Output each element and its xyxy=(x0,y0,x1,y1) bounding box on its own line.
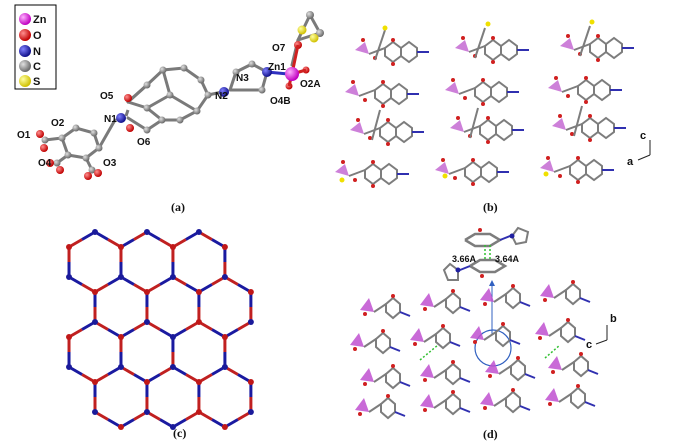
net-node xyxy=(66,274,73,280)
label-o6: O6 xyxy=(137,137,151,148)
net-node xyxy=(195,409,202,415)
molecule-a xyxy=(36,11,324,180)
caption-b: (b) xyxy=(483,200,498,214)
net-node xyxy=(143,379,150,385)
distance-label-2: 3.64A xyxy=(495,254,520,264)
legend-swatch-c xyxy=(19,60,31,72)
label-n3: N3 xyxy=(236,73,249,84)
net-node xyxy=(247,319,254,325)
legend-label-zn: Zn xyxy=(33,14,47,26)
caption-c: (c) xyxy=(173,426,186,440)
label-o1: O1 xyxy=(17,130,31,141)
caption-a: (a) xyxy=(171,200,185,214)
net-node xyxy=(117,274,124,280)
label-n1: N1 xyxy=(104,114,117,125)
legend-swatch-n xyxy=(19,45,31,57)
net-node xyxy=(117,424,124,430)
net-node xyxy=(221,334,228,340)
net-node xyxy=(117,334,124,340)
distance-label-1: 3.66A xyxy=(452,254,477,264)
axis-c-d: c xyxy=(586,339,592,351)
net-node xyxy=(92,379,98,385)
net-node xyxy=(169,364,176,370)
legend-swatch-o xyxy=(19,29,31,41)
net-node xyxy=(221,424,228,430)
honeycomb-network xyxy=(66,229,254,430)
net-node xyxy=(143,229,150,235)
net-node xyxy=(92,289,98,295)
net-node xyxy=(221,274,228,280)
legend-label-o: O xyxy=(33,30,42,42)
net-node xyxy=(195,229,202,235)
label-o4b: O4B xyxy=(270,96,291,107)
legend-label-c: C xyxy=(33,61,41,73)
legend-label-n: N xyxy=(33,46,41,58)
net-node xyxy=(92,229,98,235)
pi-stack-inset xyxy=(442,226,530,281)
packing-b: c a xyxy=(334,19,651,189)
net-node xyxy=(247,379,254,385)
net-node xyxy=(221,364,228,370)
net-node xyxy=(195,289,202,295)
net-node xyxy=(117,244,124,250)
label-o2: O2 xyxy=(51,118,65,129)
zn-atom xyxy=(285,67,299,81)
axis-c-b: c xyxy=(640,130,646,142)
axis-a-b: a xyxy=(627,156,634,168)
net-node xyxy=(143,409,150,415)
net-node xyxy=(66,244,73,250)
label-n2: N2 xyxy=(215,91,228,102)
axis-b-d: b xyxy=(610,313,617,325)
net-node xyxy=(169,424,176,430)
label-o4: O4 xyxy=(38,158,52,169)
net-node xyxy=(195,319,202,325)
net-node xyxy=(169,334,176,340)
net-node xyxy=(195,379,202,385)
label-zn1: Zn1 xyxy=(268,62,286,73)
net-node xyxy=(143,319,150,325)
label-o2a: O2A xyxy=(300,79,321,90)
label-o7: O7 xyxy=(272,43,286,54)
net-node xyxy=(66,334,73,340)
net-node xyxy=(143,289,150,295)
net-node xyxy=(92,319,98,325)
net-node xyxy=(247,409,254,415)
net-node xyxy=(221,244,228,250)
legend-swatch-zn xyxy=(19,13,31,25)
legend-swatch-s xyxy=(19,75,31,87)
label-o5: O5 xyxy=(100,91,114,102)
net-node xyxy=(92,409,98,415)
atom-labels-a: O7 Zn1 O2A O4B N3 N2 O5 N1 O6 O1 O2 O4 O… xyxy=(17,43,321,169)
net-node xyxy=(169,244,176,250)
packing-d: 3.66A 3.64A b c xyxy=(349,226,617,419)
caption-d: (d) xyxy=(483,427,498,441)
net-node xyxy=(169,274,176,280)
net-node xyxy=(117,364,124,370)
net-node xyxy=(247,289,254,295)
legend-label-s: S xyxy=(33,76,40,88)
label-o3: O3 xyxy=(103,158,117,169)
legend-box: Zn O N C S xyxy=(14,4,57,90)
net-node xyxy=(66,364,73,370)
